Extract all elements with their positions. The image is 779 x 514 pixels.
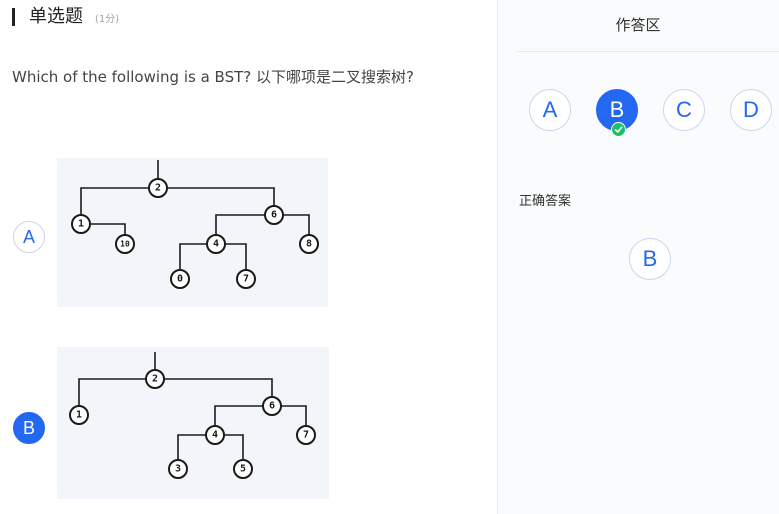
svg-text:2: 2 bbox=[155, 183, 161, 194]
tree-node: 2 bbox=[145, 369, 165, 389]
svg-text:1: 1 bbox=[76, 410, 82, 421]
tree-node: 10 bbox=[115, 234, 135, 254]
answer-choice-a[interactable]: A bbox=[529, 89, 571, 131]
svg-text:6: 6 bbox=[271, 210, 277, 221]
svg-text:8: 8 bbox=[306, 239, 312, 250]
question-type-title: 单选题 bbox=[29, 6, 83, 27]
svg-text:10: 10 bbox=[120, 240, 130, 249]
answer-choice-c[interactable]: C bbox=[663, 89, 705, 131]
tree-node: 2 bbox=[148, 178, 168, 198]
tree-node: 7 bbox=[236, 269, 256, 289]
svg-text:0: 0 bbox=[177, 274, 183, 285]
svg-text:5: 5 bbox=[240, 464, 246, 475]
tree-node: 0 bbox=[170, 269, 190, 289]
tree-node: 4 bbox=[206, 234, 226, 254]
option-a-tree: 2 1 10 6 4 8 0 7 bbox=[57, 158, 328, 307]
svg-text:3: 3 bbox=[175, 464, 181, 475]
tree-node: 4 bbox=[205, 425, 225, 445]
svg-text:7: 7 bbox=[243, 274, 249, 285]
tree-node: 5 bbox=[233, 459, 253, 479]
checkmark-icon bbox=[611, 122, 626, 137]
option-b-tree: 2 1 6 4 7 3 5 bbox=[57, 347, 329, 499]
tree-node: 1 bbox=[71, 214, 91, 234]
svg-text:4: 4 bbox=[212, 430, 218, 441]
svg-text:2: 2 bbox=[152, 374, 158, 385]
svg-text:7: 7 bbox=[303, 430, 309, 441]
question-text: Which of the following is a BST? 以下哪项是二叉… bbox=[12, 68, 414, 86]
panel-divider bbox=[517, 51, 779, 52]
tree-node: 3 bbox=[168, 459, 188, 479]
option-b-marker[interactable]: B bbox=[13, 412, 45, 444]
svg-text:1: 1 bbox=[78, 219, 84, 230]
answer-area-title: 作答区 bbox=[615, 16, 661, 34]
title-accent-bar bbox=[12, 8, 15, 26]
tree-node: 7 bbox=[296, 425, 316, 445]
correct-answer-badge: B bbox=[629, 238, 671, 280]
answer-choice-d[interactable]: D bbox=[730, 89, 772, 131]
correct-answer-label: 正确答案 bbox=[519, 194, 572, 209]
tree-node: 1 bbox=[69, 405, 89, 425]
points-label: (1分) bbox=[95, 14, 120, 25]
tree-node: 8 bbox=[299, 234, 319, 254]
tree-node: 6 bbox=[264, 205, 284, 225]
option-a-marker[interactable]: A bbox=[13, 221, 45, 253]
tree-node: 6 bbox=[262, 396, 282, 416]
svg-text:6: 6 bbox=[269, 401, 275, 412]
svg-text:4: 4 bbox=[213, 239, 219, 250]
